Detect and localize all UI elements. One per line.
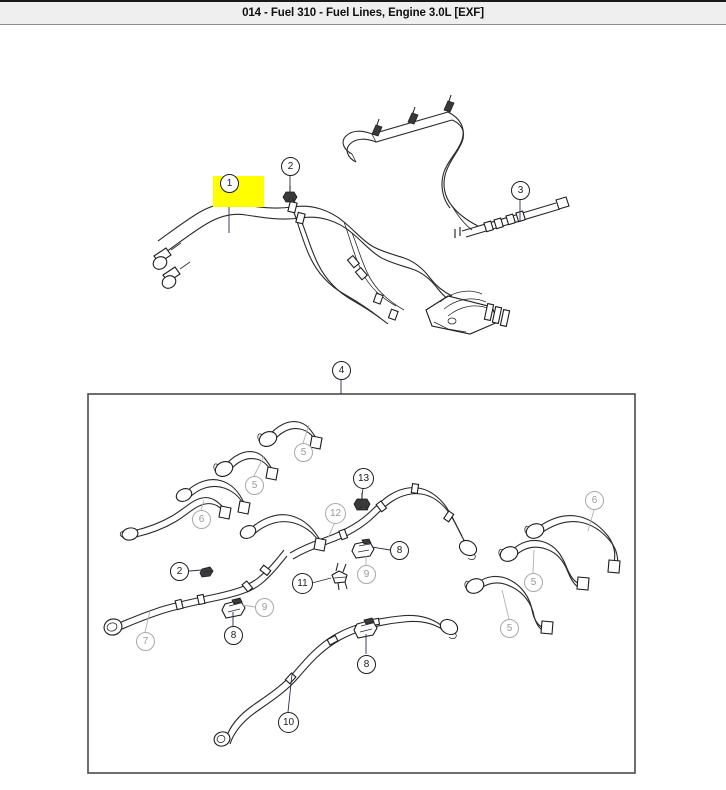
injector-stub-1 (371, 118, 383, 137)
part-hose-fragment-left (175, 479, 251, 515)
callout-2-label: 2 (287, 160, 294, 172)
callout-5-b-label: 5 (251, 479, 258, 491)
fuel-rail-with-injector-stubs (342, 94, 479, 231)
group-box-part-4 (87, 393, 636, 774)
callout-5-a[interactable]: 5 (294, 443, 313, 462)
part-11-connector-clip (331, 562, 348, 591)
callout-5-c[interactable]: 5 (524, 573, 543, 592)
callout-6-b[interactable]: 6 (585, 491, 604, 510)
part-5-injector-hose-b (213, 451, 279, 481)
header-bar: 014 - Fuel 310 - Fuel Lines, Engine 3.0L… (0, 0, 726, 25)
manifold-ports (483, 302, 511, 328)
part-8-line-bracket-clip-b (221, 597, 246, 619)
callout-5-d-label: 5 (506, 622, 513, 634)
callout-5-b[interactable]: 5 (245, 476, 264, 495)
callout-5-c-label: 5 (530, 576, 537, 588)
part-6-injector-hose-c (498, 539, 590, 591)
part-2-retainer-clip-lower (199, 566, 214, 578)
part-5-injector-hose-a (257, 421, 323, 450)
callout-13[interactable]: 13 (353, 468, 374, 489)
callout-10[interactable]: 10 (278, 712, 299, 733)
part-8-line-bracket-clip-c (353, 617, 378, 639)
callout-7[interactable]: 7 (136, 632, 155, 651)
callout-11-label: 11 (297, 577, 308, 589)
callout-10-label: 10 (282, 716, 295, 728)
callout-12-label: 12 (329, 507, 342, 519)
quick-connect-left (152, 242, 191, 289)
callout-7-label: 7 (142, 635, 149, 647)
part-5-injector-hose-d (464, 575, 554, 635)
callout-9-a-label: 9 (363, 568, 370, 580)
callout-2-b-label: 2 (176, 565, 183, 577)
callout-2[interactable]: 2 (281, 157, 300, 176)
callout-8-b[interactable]: 8 (224, 626, 243, 645)
callout-1[interactable]: 1 (220, 174, 239, 193)
page-title: 014 - Fuel 310 - Fuel Lines, Engine 3.0L… (242, 7, 484, 19)
part-12-fuel-line-tube (289, 483, 478, 561)
callout-6-b-label: 6 (591, 494, 598, 506)
part-6-injector-hose-long-b (524, 515, 621, 574)
callout-3[interactable]: 3 (511, 181, 530, 200)
callout-4[interactable]: 4 (332, 361, 351, 380)
part-3-fuel-line-section (454, 196, 570, 238)
callout-1-label: 1 (226, 177, 233, 189)
diagram-canvas: .ln { fill:none; stroke:#2a2a2a; stroke-… (0, 26, 726, 790)
callout-8-c-label: 8 (363, 658, 370, 670)
part-6-injector-hose-long-a (119, 497, 232, 541)
callout-5-a-label: 5 (300, 446, 307, 458)
injector-stub-2 (407, 106, 419, 125)
fuel-manifold-block (425, 290, 511, 335)
callout-8-b-label: 8 (230, 629, 237, 641)
part-hose-fragment-mid (239, 514, 327, 552)
part-2-retainer-clip-upper (282, 186, 298, 203)
callout-4-label: 4 (338, 364, 345, 376)
callout-9-b-label: 9 (261, 601, 268, 613)
callout-13-label: 13 (357, 472, 370, 484)
part-1-fuel-line-assembly (152, 200, 511, 335)
part-10-fuel-return-line (213, 614, 459, 747)
line-clamps-upper (287, 200, 399, 321)
part-3-inline-clamps (483, 210, 526, 233)
callout-9-b[interactable]: 9 (255, 598, 274, 617)
callout-5-d[interactable]: 5 (500, 619, 519, 638)
callout-8-a[interactable]: 8 (390, 541, 409, 560)
part-12-inline-clamps (338, 483, 455, 541)
callout-6-a[interactable]: 6 (192, 510, 211, 529)
callout-9-a[interactable]: 9 (357, 565, 376, 584)
callout-11[interactable]: 11 (292, 573, 313, 594)
callout-8-a-label: 8 (396, 544, 403, 556)
callout-6-a-label: 6 (198, 513, 205, 525)
part-7-fuel-feed-line (103, 549, 288, 636)
callout-2-b[interactable]: 2 (170, 562, 189, 581)
injector-stub-3 (443, 94, 455, 113)
callout-12[interactable]: 12 (325, 503, 346, 524)
part-8-line-bracket-clip-a (351, 538, 375, 559)
part-7-inline-clamps (174, 564, 272, 611)
diagram-svg: .ln { fill:none; stroke:#2a2a2a; stroke-… (87, 94, 636, 774)
callout-3-label: 3 (517, 184, 524, 196)
callout-8-c[interactable]: 8 (357, 655, 376, 674)
